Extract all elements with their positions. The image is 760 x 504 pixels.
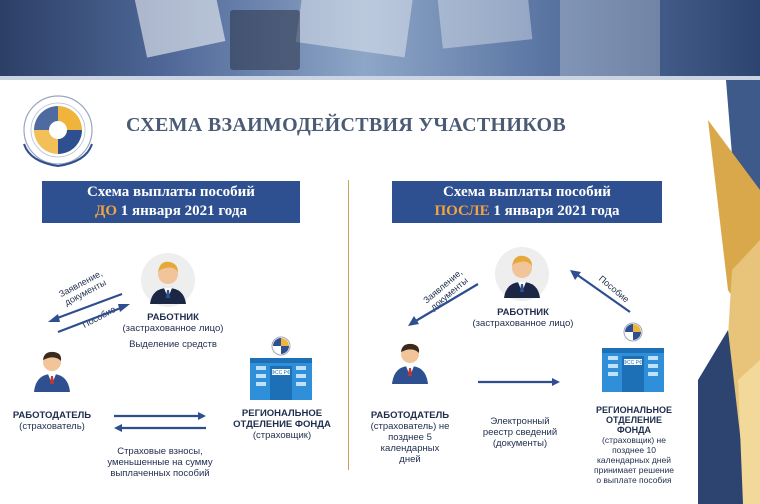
banner-paper-decoration xyxy=(295,0,415,58)
left-scheme-header: Схема выплаты пособий ДО 1 января 2021 г… xyxy=(42,181,300,223)
right-benefit-arrow xyxy=(570,270,631,313)
banner-calculator-decoration xyxy=(230,10,300,70)
left-scheme-header-prefix: ДО xyxy=(95,203,118,219)
left-fund-title-1: РЕГИОНАЛЬНОЕ xyxy=(241,408,323,419)
left-fund-building-icon: ФСС РФ xyxy=(250,336,312,400)
left-scheme-header-line1: Схема выплаты пособий xyxy=(87,184,255,200)
right-scheme-header: Схема выплаты пособий ПОСЛЕ 1 января 202… xyxy=(392,181,662,223)
left-funds-allocation-label: Выделение средств xyxy=(129,339,217,350)
right-fund-building-icon: ФСС РФ xyxy=(602,322,664,392)
right-employer-title: РАБОТОДАТЕЛЬ xyxy=(370,410,450,421)
left-contributions-label: Страховые взносы, уменьшенные на сумму в… xyxy=(107,446,213,479)
right-employer-subtitle: (страхователь) не позднее 5 календарных … xyxy=(370,421,450,465)
banner-paper-decoration xyxy=(560,0,660,76)
right-worker-subtitle: (застрахованное лицо) xyxy=(472,318,574,329)
left-contribution-arrows xyxy=(114,412,206,432)
left-fund-subtitle: (страховщик) xyxy=(252,430,312,441)
left-scheme-header-line2: ДО 1 января 2021 года xyxy=(42,202,300,221)
right-fund-title-1: РЕГИОНАЛЬНОЕ xyxy=(596,405,672,415)
left-employer-title: РАБОТОДАТЕЛЬ xyxy=(12,410,92,421)
right-scheme-header-line1: Схема выплаты пособий xyxy=(443,184,611,200)
left-worker-avatar xyxy=(141,253,195,307)
right-fund-sign: ФСС РФ xyxy=(623,360,643,366)
left-worker-subtitle: (застрахованное лицо) xyxy=(122,323,224,334)
left-employer-subtitle: (страхователь) xyxy=(19,421,85,432)
right-registry-arrow xyxy=(478,378,560,386)
right-scheme-header-prefix: ПОСЛЕ xyxy=(434,203,490,219)
right-fund-title-2: ОТДЕЛЕНИЕ xyxy=(606,415,662,425)
header-banner xyxy=(0,0,760,76)
left-fund-title-2: ОТДЕЛЕНИЕ ФОНДА xyxy=(233,419,331,430)
right-statement-arrow xyxy=(408,283,479,326)
right-worker-title: РАБОТНИК xyxy=(497,307,549,318)
page-title: СХЕМА ВЗАИМОДЕЙСТВИЯ УЧАСТНИКОВ xyxy=(126,114,567,136)
right-employer-avatar xyxy=(392,343,428,384)
right-scheme-header-line2: ПОСЛЕ 1 января 2021 года xyxy=(392,202,662,221)
left-scheme-header-suffix: 1 января 2021 года xyxy=(120,203,247,219)
fss-logo xyxy=(23,95,93,168)
left-employer-avatar xyxy=(34,351,70,392)
right-fund-subtitle: (страховщик) не позднее 10 календарных д… xyxy=(594,435,674,485)
banner-paper-decoration xyxy=(437,0,533,49)
right-worker-avatar xyxy=(495,247,549,301)
banner-paper-decoration xyxy=(134,0,226,58)
right-scheme-header-suffix: 1 января 2021 года xyxy=(493,203,620,219)
left-fund-sign: ФСС РФ xyxy=(271,370,291,376)
left-worker-title: РАБОТНИК xyxy=(147,312,199,323)
decorative-edge xyxy=(698,80,760,504)
banner-divider xyxy=(0,76,760,80)
left-worker-arrows xyxy=(48,292,130,334)
right-fund-title-3: ФОНДА xyxy=(616,425,652,435)
right-registry-label: Электронный реестр сведений (документы) xyxy=(482,416,558,449)
column-divider xyxy=(348,180,349,470)
